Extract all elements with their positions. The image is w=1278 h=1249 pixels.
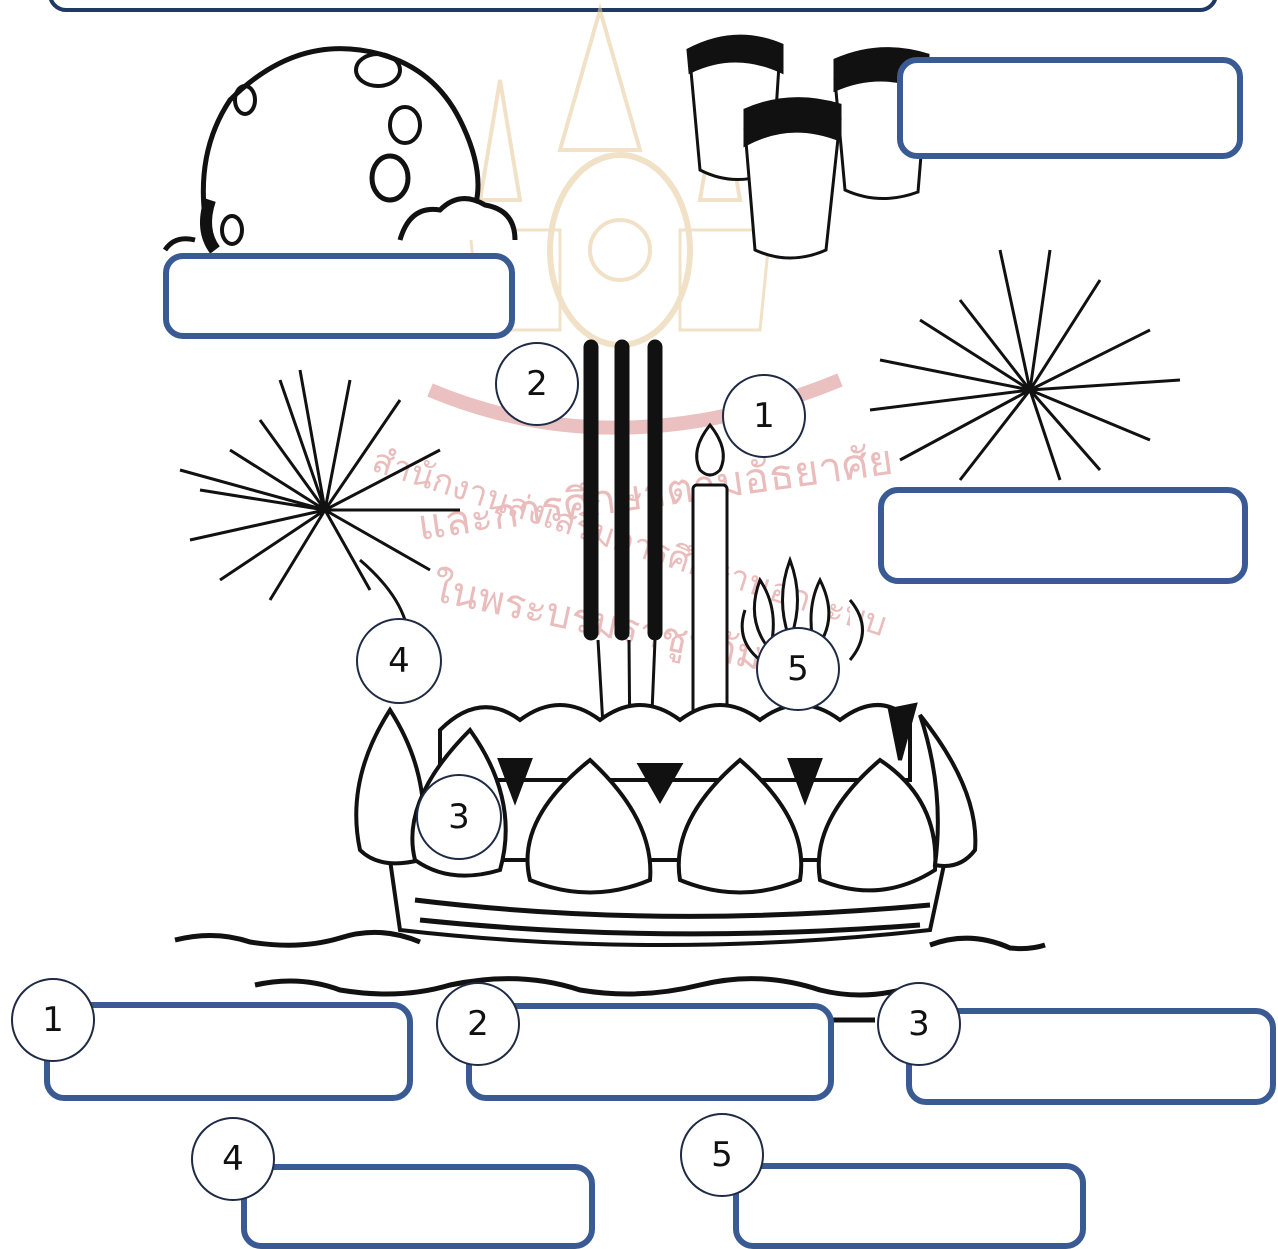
- fireworks-right: [870, 250, 1180, 480]
- lanterns-answer-box[interactable]: [897, 57, 1243, 159]
- answer-number-4: 4: [191, 1117, 275, 1201]
- answer-box-4[interactable]: [241, 1164, 595, 1249]
- moon-illustration: [165, 49, 515, 250]
- answer-number-3: 3: [877, 982, 961, 1066]
- diagram-label-lotus-petal: 3: [416, 774, 502, 860]
- answer-box-5[interactable]: [733, 1163, 1086, 1249]
- answer-box-2[interactable]: [466, 1003, 834, 1101]
- answer-box-1[interactable]: [44, 1002, 413, 1101]
- answer-number-5: 5: [680, 1113, 764, 1197]
- incense-sticks: [584, 340, 662, 760]
- answer-number-2: 2: [436, 982, 520, 1066]
- diagram-label-candle: 1: [722, 374, 806, 458]
- fireworks-answer-box[interactable]: [878, 487, 1248, 584]
- diagram-label-flower: 5: [756, 627, 840, 711]
- diagram-label-decoration: 4: [356, 618, 442, 704]
- answer-number-1: 1: [11, 978, 95, 1062]
- sky-lanterns-illustration: [688, 36, 928, 258]
- moon-answer-box[interactable]: [163, 253, 515, 339]
- answer-box-3[interactable]: [906, 1008, 1276, 1105]
- diagram-label-incense: 2: [495, 342, 579, 426]
